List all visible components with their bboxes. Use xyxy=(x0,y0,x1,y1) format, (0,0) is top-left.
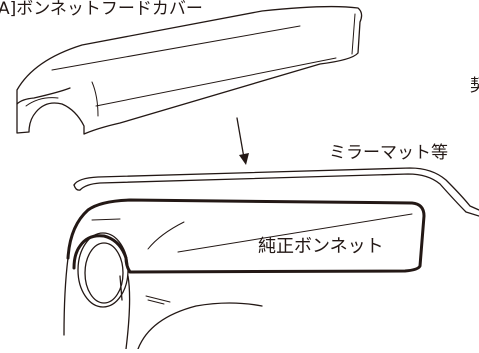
cover-lower-edge xyxy=(16,87,71,105)
bonnet-hood-cover xyxy=(16,5,363,135)
mirror-mat-left-end xyxy=(73,184,81,191)
cover-rear-end xyxy=(351,13,356,55)
edge-text-fragment: 契 xyxy=(470,76,479,96)
stock-bonnet-inner-line xyxy=(91,218,121,221)
headlamp-inner xyxy=(84,242,124,304)
stock-bonnet-label: 純正ボンネット xyxy=(258,236,384,257)
cover-vent-detail xyxy=(91,81,99,117)
cover-title-label: A]ボンネットフードカバー xyxy=(0,0,203,19)
stock-bonnet xyxy=(63,198,426,350)
stock-bonnet-outline xyxy=(66,198,426,274)
mirror-mat-outer xyxy=(73,167,479,211)
install-down-arrow xyxy=(236,117,249,165)
stock-bonnet-crease-2 xyxy=(177,213,413,253)
cover-outline xyxy=(16,5,363,135)
cover-highlight-side xyxy=(95,57,337,107)
cover-front-curve xyxy=(25,97,59,107)
stock-bonnet-crease xyxy=(147,221,185,250)
body-panel-line xyxy=(125,275,131,350)
body-left-edge xyxy=(63,257,69,336)
mirror-mat-label: ミラーマット等 xyxy=(329,143,448,163)
mirror-mat-inner xyxy=(79,173,479,217)
mirror-mat-strip xyxy=(73,167,479,217)
headlamp-outer xyxy=(77,232,129,308)
cover-highlight-top xyxy=(51,25,301,71)
wheel-arch xyxy=(137,302,263,350)
arrow-shaft xyxy=(236,117,245,159)
body-marker-2 xyxy=(147,299,165,305)
rear-panel-line xyxy=(119,275,123,301)
body-marker xyxy=(145,295,171,303)
arrow-head xyxy=(239,153,249,165)
